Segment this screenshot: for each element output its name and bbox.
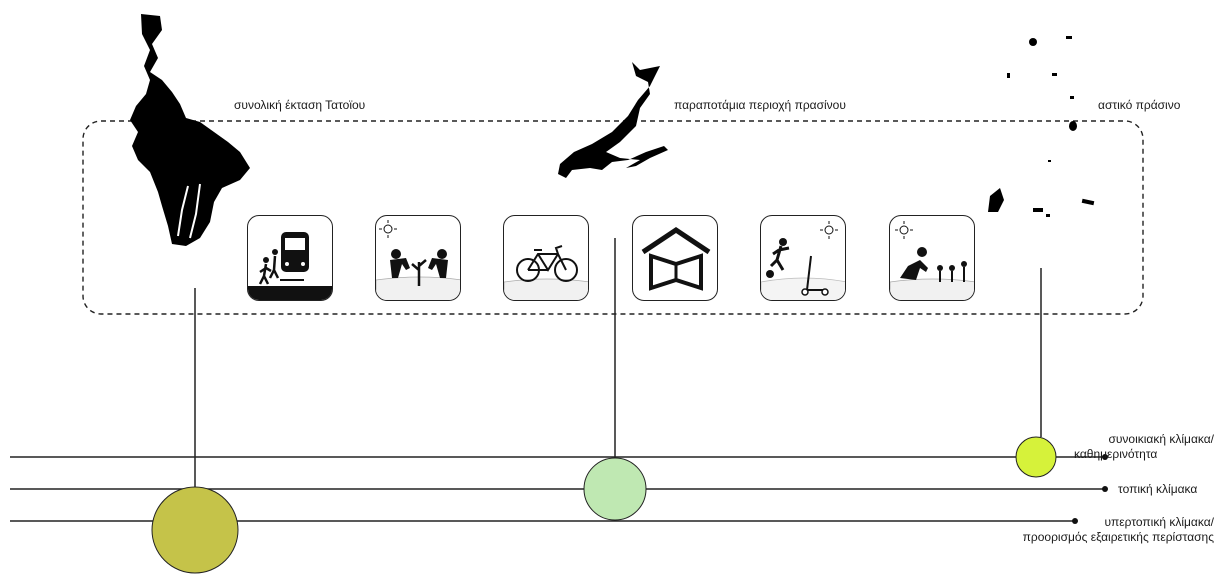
riverside-area-label: παραποτάμια περιοχή πρασίνου <box>674 98 846 112</box>
scale-label-local: τοπική κλίμακα <box>1118 482 1198 496</box>
scale-label-neighbourhood-line1: συνοικιακή κλίμακα/ <box>1108 432 1214 446</box>
tatoi-area-silhouette <box>130 14 250 246</box>
tatoi-area-label: συνολική έκταση Τατοϊου <box>234 98 366 112</box>
scale-label-neighbourhood: συνοικιακή κλίμακα/ καθημερινότητα <box>1034 432 1214 462</box>
scale-label-supralocal-line2: προορισμός εξαιρετικής περίστασης <box>1022 530 1214 544</box>
scale-dot-local <box>1102 486 1108 492</box>
scale-dot-neighbourhood <box>1102 454 1108 460</box>
scale-circle-local <box>583 457 647 521</box>
scooter-football-icon <box>760 215 846 301</box>
urban-green-label: αστικό πράσινο <box>1098 98 1181 112</box>
scale-label-supralocal: υπερτοπική κλίμακα/ προορισμός εξαιρετικ… <box>954 515 1214 545</box>
open-book-icon <box>632 215 718 301</box>
train-station-icon <box>247 215 333 301</box>
urban-green-fragments <box>988 36 1095 217</box>
riverside-area-silhouette <box>558 62 668 178</box>
scale-circle-neighbourhood <box>1015 436 1057 478</box>
flower-planting-icon <box>889 215 975 301</box>
scale-dot-supralocal <box>1072 518 1078 524</box>
bicycle-icon <box>503 215 589 301</box>
scale-circle-supralocal <box>151 486 239 574</box>
scale-label-supralocal-line1: υπερτοπική κλίμακα/ <box>1104 515 1214 529</box>
activities-frame <box>82 120 1144 315</box>
gardening-icon <box>375 215 461 301</box>
scale-label-neighbourhood-line2: καθημερινότητα <box>1074 447 1158 461</box>
